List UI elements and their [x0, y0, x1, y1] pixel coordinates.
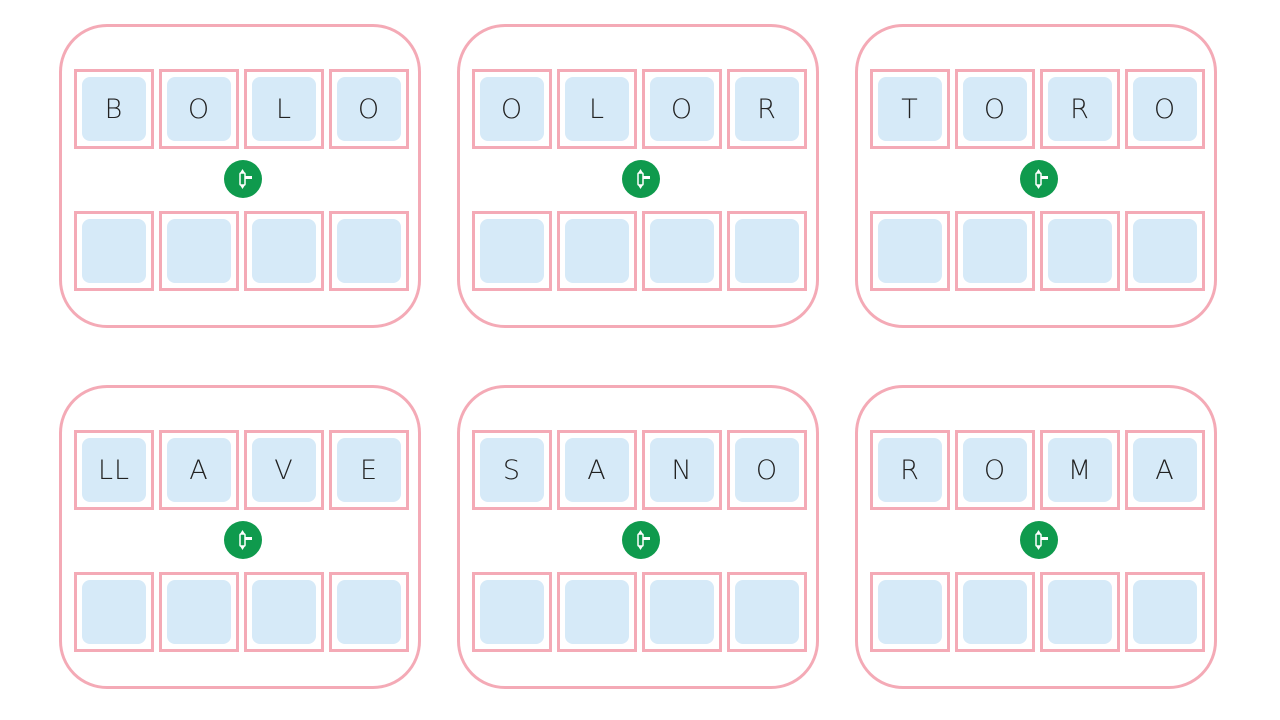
answer-tile[interactable] [1125, 572, 1205, 652]
letter-row: LL A V E [74, 430, 409, 510]
answer-tile[interactable] [955, 572, 1035, 652]
letter-tile: O [727, 430, 807, 510]
answer-tile[interactable] [472, 211, 552, 291]
answer-row [472, 572, 807, 652]
word-card: S A N O [457, 385, 819, 689]
letter-tile: L [557, 69, 637, 149]
answer-row [472, 211, 807, 291]
letter-tile: B [74, 69, 154, 149]
letter-tile: M [1040, 430, 1120, 510]
word-card: R O M A [855, 385, 1217, 689]
answer-tile[interactable] [642, 211, 722, 291]
letter-tile: R [1040, 69, 1120, 149]
letter-row: R O M A [870, 430, 1205, 510]
letter: O [337, 77, 401, 141]
letter: LL [82, 438, 146, 502]
answer-tile[interactable] [1040, 572, 1120, 652]
letter-tile: A [159, 430, 239, 510]
letter-tile: A [1125, 430, 1205, 510]
answer-row [74, 572, 409, 652]
letter: O [1133, 77, 1197, 141]
pencil-badge-icon [622, 160, 660, 198]
letter: L [252, 77, 316, 141]
answer-tile[interactable] [955, 211, 1035, 291]
letter-tile: O [472, 69, 552, 149]
answer-row [74, 211, 409, 291]
letter-tile: E [329, 430, 409, 510]
letter: V [252, 438, 316, 502]
letter-tile: O [642, 69, 722, 149]
letter-tile: A [557, 430, 637, 510]
letter-tile: R [727, 69, 807, 149]
letter: A [565, 438, 629, 502]
word-card: LL A V E [59, 385, 421, 689]
letter: O [963, 77, 1027, 141]
answer-tile[interactable] [870, 211, 950, 291]
answer-tile[interactable] [244, 572, 324, 652]
letter-tile: V [244, 430, 324, 510]
answer-tile[interactable] [159, 211, 239, 291]
pencil-badge-icon [224, 521, 262, 559]
answer-tile[interactable] [1125, 211, 1205, 291]
word-card: O L O R [457, 24, 819, 328]
letter-row: S A N O [472, 430, 807, 510]
answer-tile[interactable] [472, 572, 552, 652]
letter: A [167, 438, 231, 502]
letter-tile: O [955, 430, 1035, 510]
letter: O [735, 438, 799, 502]
letter: R [1048, 77, 1112, 141]
letter-tile: LL [74, 430, 154, 510]
letter-tile: O [159, 69, 239, 149]
letter: O [650, 77, 714, 141]
letter: S [480, 438, 544, 502]
letter-tile: O [329, 69, 409, 149]
answer-tile[interactable] [74, 211, 154, 291]
letter-row: T O R O [870, 69, 1205, 149]
answer-tile[interactable] [159, 572, 239, 652]
answer-tile[interactable] [557, 572, 637, 652]
pencil-badge-icon [224, 160, 262, 198]
letter-tile: R [870, 430, 950, 510]
letter-tile: N [642, 430, 722, 510]
letter: O [167, 77, 231, 141]
letter: T [878, 77, 942, 141]
answer-tile[interactable] [329, 572, 409, 652]
letter: B [82, 77, 146, 141]
answer-tile[interactable] [329, 211, 409, 291]
answer-tile[interactable] [642, 572, 722, 652]
letter-row: B O L O [74, 69, 409, 149]
pencil-badge-icon [622, 521, 660, 559]
letter: O [480, 77, 544, 141]
answer-row [870, 572, 1205, 652]
answer-row [870, 211, 1205, 291]
answer-tile[interactable] [727, 211, 807, 291]
letter: O [963, 438, 1027, 502]
answer-tile[interactable] [557, 211, 637, 291]
letter: L [565, 77, 629, 141]
answer-tile[interactable] [1040, 211, 1120, 291]
letter: A [1133, 438, 1197, 502]
word-card: T O R O [855, 24, 1217, 328]
answer-tile[interactable] [870, 572, 950, 652]
letter: M [1048, 438, 1112, 502]
letter: R [735, 77, 799, 141]
letter: N [650, 438, 714, 502]
letter-tile: T [870, 69, 950, 149]
letter-tile: O [1125, 69, 1205, 149]
pencil-badge-icon [1020, 521, 1058, 559]
letter-tile: O [955, 69, 1035, 149]
word-card: B O L O [59, 24, 421, 328]
letter-tile: S [472, 430, 552, 510]
answer-tile[interactable] [244, 211, 324, 291]
pencil-badge-icon [1020, 160, 1058, 198]
answer-tile[interactable] [727, 572, 807, 652]
letter-row: O L O R [472, 69, 807, 149]
letter: E [337, 438, 401, 502]
answer-tile[interactable] [74, 572, 154, 652]
letter-tile: L [244, 69, 324, 149]
letter: R [878, 438, 942, 502]
